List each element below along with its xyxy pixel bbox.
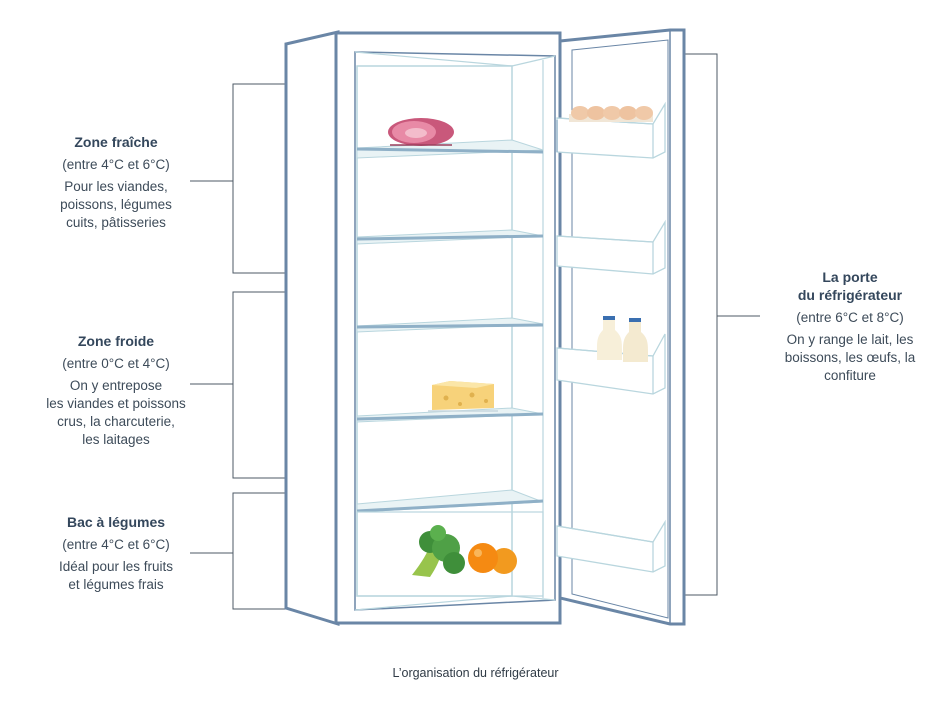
crisper-drawer bbox=[356, 489, 544, 597]
shelf-3 bbox=[356, 317, 544, 333]
zone-fraiche-title: Zone fraîche bbox=[74, 134, 158, 150]
shelf-1 bbox=[356, 139, 544, 159]
orange-icon bbox=[468, 543, 517, 574]
bac-legumes-label: Bac à légumes (entre 4°C et 6°C) Idéal p… bbox=[36, 513, 196, 594]
zone-froide-temp: (entre 0°C et 4°C) bbox=[62, 356, 170, 371]
bac-legumes-title: Bac à légumes bbox=[66, 514, 166, 530]
cheese-icon bbox=[428, 381, 498, 412]
zone-fraiche-temp: (entre 4°C et 6°C) bbox=[62, 157, 170, 172]
diagram-caption: L’organisation du réfrigérateur bbox=[392, 666, 559, 680]
milk-bottles-icon bbox=[597, 316, 648, 362]
zone-fraiche-desc: Pour les viandes, poissons, légumes cuit… bbox=[60, 179, 172, 230]
porte-label: La porte du réfrigérateur (entre 6°C et … bbox=[760, 268, 940, 385]
door-shelf-4 bbox=[556, 519, 666, 573]
door-shelf-2 bbox=[556, 219, 666, 275]
porte-desc: On y range le lait, les boissons, les œu… bbox=[784, 332, 916, 383]
bac-legumes-temp: (entre 4°C et 6°C) bbox=[62, 537, 170, 552]
zone-froide-label: Zone froide (entre 0°C et 4°C) On y entr… bbox=[26, 332, 206, 449]
door-shelves bbox=[556, 101, 666, 573]
shelf-2 bbox=[356, 229, 544, 245]
zone-fraiche-label: Zone fraîche (entre 4°C et 6°C) Pour les… bbox=[36, 133, 196, 232]
eggs-icon bbox=[569, 106, 653, 122]
broccoli-icon bbox=[412, 525, 465, 577]
zone-froide-title: Zone froide bbox=[77, 333, 155, 349]
bac-legumes-desc: Idéal pour les fruits et légumes frais bbox=[58, 559, 174, 592]
meat-icon bbox=[388, 118, 454, 146]
porte-title: La porte du réfrigérateur bbox=[797, 269, 903, 303]
zone-froide-desc: On y entrepose les viandes et poissons c… bbox=[46, 378, 186, 447]
porte-temp: (entre 6°C et 8°C) bbox=[796, 310, 904, 325]
fridge-door bbox=[558, 28, 686, 626]
